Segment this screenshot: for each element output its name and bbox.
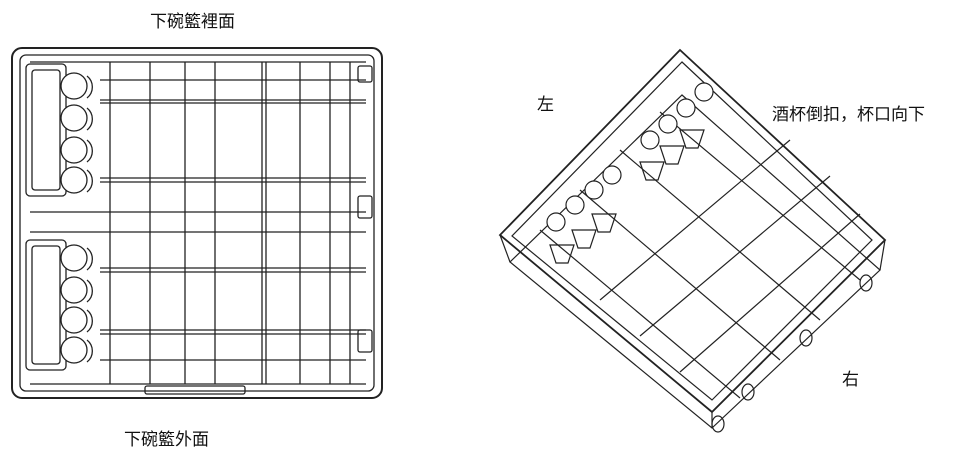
rack-isometric-view (498, 48, 887, 433)
rack-wheels (711, 274, 873, 433)
right-side-label: 右 (842, 370, 859, 390)
rack-tines (539, 111, 861, 399)
rack-vertical-wires (109, 62, 351, 384)
top-view-label: 下碗籃裡面 (150, 12, 235, 32)
cup-holder-upper (25, 63, 93, 197)
left-side-label: 左 (537, 95, 554, 115)
bottom-view-label: 下碗籃外面 (124, 430, 209, 450)
glass-holder-left (546, 165, 622, 264)
glass-holder-right (639, 82, 714, 181)
glass-note-label: 酒杯倒扣，杯口向下 (772, 105, 925, 125)
rack-top-view (11, 47, 383, 399)
rack-horizontal-wires (30, 79, 366, 361)
cup-holder-lower (25, 239, 93, 371)
